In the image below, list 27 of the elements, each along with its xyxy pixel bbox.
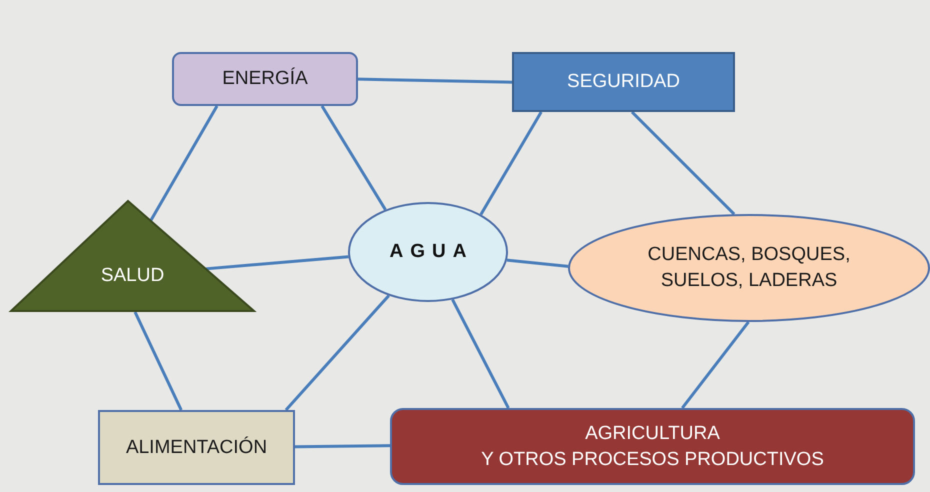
connector-line: [681, 321, 750, 409]
process-box: [172, 52, 358, 106]
connector-line: [451, 298, 510, 409]
process-box: [98, 410, 295, 485]
connector-line: [358, 78, 512, 84]
connector-line: [294, 444, 390, 448]
connector-line: [630, 110, 736, 216]
connector-line: [506, 258, 568, 268]
connector-line: [284, 294, 390, 411]
connector-line: [150, 105, 218, 221]
node-label: AGUA: [390, 240, 474, 264]
node-label: ALIMENTACIÓN: [126, 436, 268, 460]
connector-line: [320, 105, 387, 210]
connector-line: [134, 311, 183, 411]
connector-line: [480, 111, 542, 216]
ellipse-node: [348, 202, 508, 302]
node-label: CUENCAS, BOSQUES, SUELOS, LADERAS: [646, 243, 852, 293]
ellipse-node: [568, 214, 930, 322]
process-box: [390, 408, 915, 485]
node-label: AGRICULTURA: [585, 422, 720, 446]
process-box: [512, 52, 735, 112]
triangle-node: [10, 200, 255, 312]
node-label: SALUD: [100, 264, 164, 288]
node-label: Y OTROS PROCESOS PRODUCTIVOS: [481, 448, 824, 472]
node-label: SEGURIDAD: [567, 70, 680, 94]
connector-line: [206, 255, 349, 270]
node-label: ENERGÍA: [222, 66, 308, 92]
